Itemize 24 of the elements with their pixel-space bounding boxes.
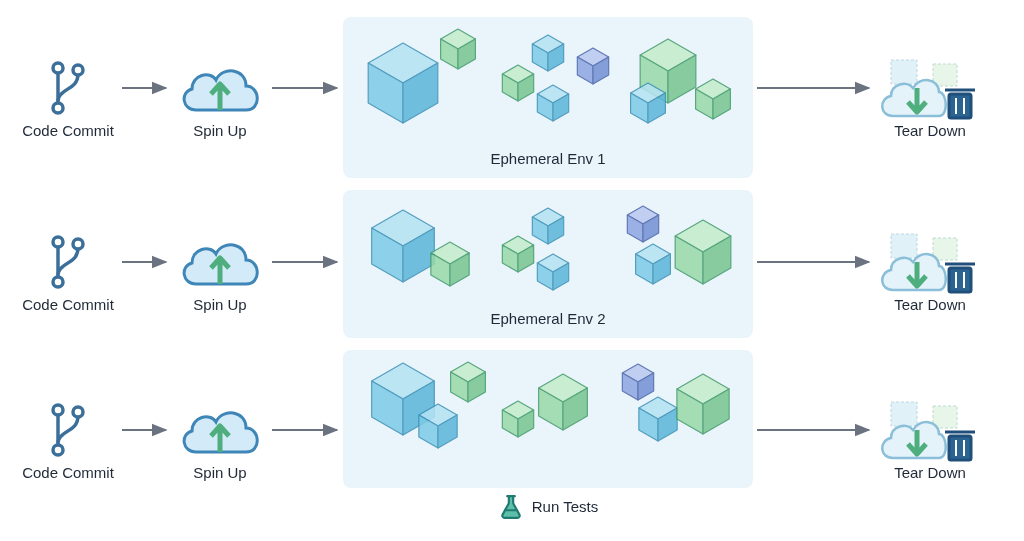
arrow (121, 423, 168, 437)
step-label: Spin Up (193, 295, 247, 315)
arrow (756, 423, 871, 437)
arrow (271, 81, 339, 95)
environment-panel (343, 350, 753, 488)
environment-label: Ephemeral Env 1 (490, 148, 606, 169)
environment-label: Ephemeral Env 2 (490, 308, 606, 329)
arrow (756, 255, 871, 269)
step-label: Code Commit (22, 121, 114, 141)
arrow (121, 81, 168, 95)
arrow (756, 81, 871, 95)
step-label: Spin Up (193, 463, 247, 483)
environment-panel (343, 190, 753, 338)
step-label: Tear Down (894, 295, 966, 315)
step-label: Tear Down (894, 463, 966, 483)
arrow (121, 255, 168, 269)
arrow (271, 423, 339, 437)
step-label: Code Commit (22, 463, 114, 483)
step-label: Code Commit (22, 295, 114, 315)
step-label: Spin Up (193, 121, 247, 141)
arrow (271, 255, 339, 269)
caption-text: Run Tests (531, 496, 599, 517)
step-label: Tear Down (894, 121, 966, 141)
environment-panel (343, 17, 753, 178)
